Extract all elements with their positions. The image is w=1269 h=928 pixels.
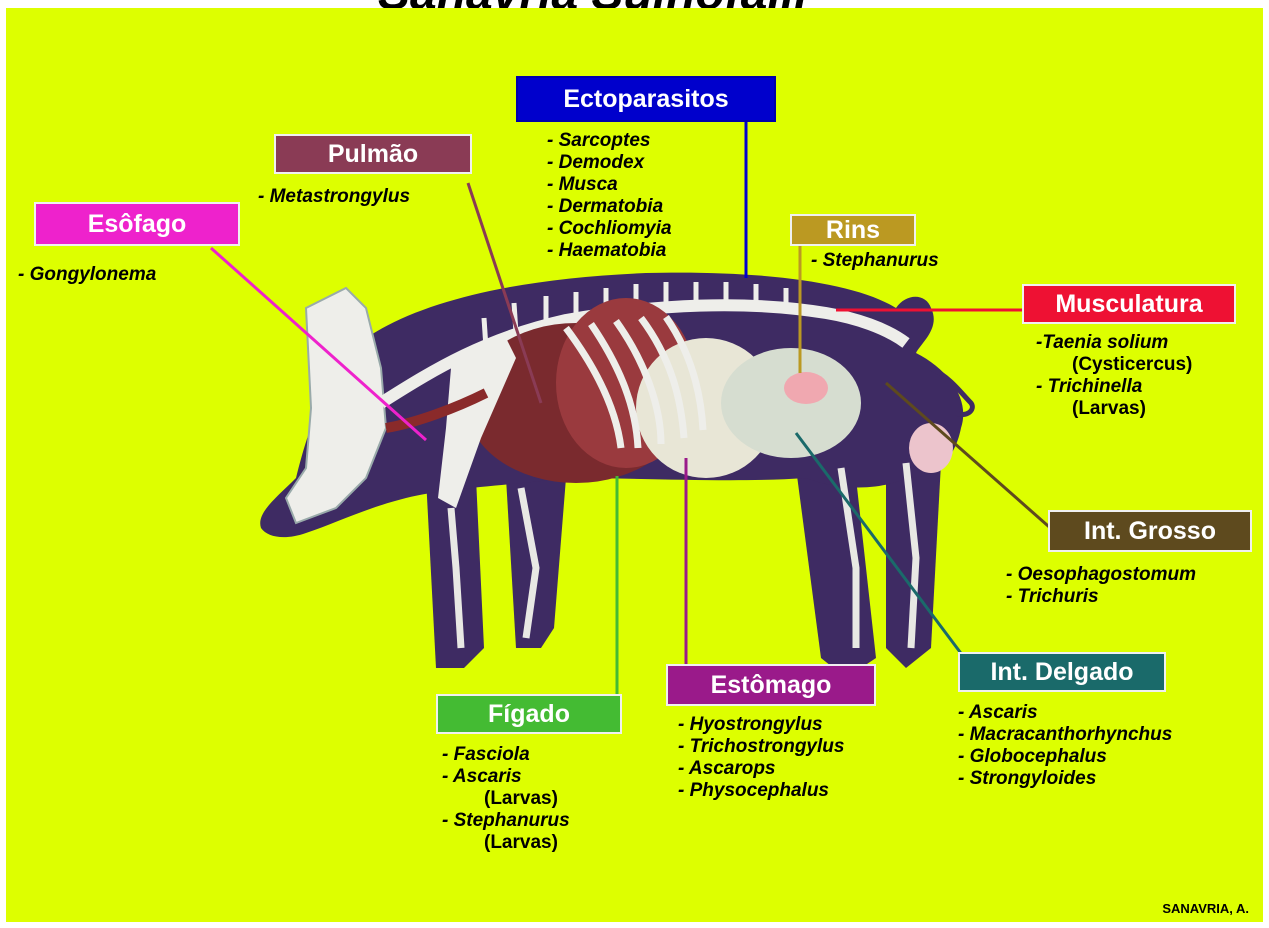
musculatura-label: Musculatura — [1022, 284, 1236, 324]
ectoparasitos-list: - Sarcoptes - Demodex - Musca - Dermatob… — [547, 130, 672, 262]
list-item: - Ascaris — [442, 766, 570, 788]
list-item: - Macracanthorhynchus — [958, 724, 1172, 746]
bladder — [909, 423, 953, 473]
list-item: - Ascaris — [958, 702, 1172, 724]
rins-list: - Stephanurus — [811, 250, 939, 272]
list-item: - Demodex — [547, 152, 672, 174]
list-item: - Physocephalus — [678, 780, 844, 802]
list-item: - Cochliomyia — [547, 218, 672, 240]
pulmao-label: Pulmão — [274, 134, 472, 174]
esofago-label: Esôfago — [34, 202, 240, 246]
list-item: - Gongylonema — [18, 264, 156, 286]
ectoparasitos-label: Ectoparasitos — [516, 76, 776, 122]
esofago-list: - Gongylonema — [18, 264, 156, 286]
list-item: (Larvas) — [442, 832, 570, 854]
list-item: (Larvas) — [1036, 398, 1192, 420]
list-item: - Strongyloides — [958, 768, 1172, 790]
figado-list: - Fasciola - Ascaris (Larvas) - Stephanu… — [442, 744, 570, 854]
list-item: - Haematobia — [547, 240, 672, 262]
int-grosso-label: Int. Grosso — [1048, 510, 1252, 552]
list-item: - Ascarops — [678, 758, 844, 780]
list-item: - Trichinella — [1036, 376, 1192, 398]
int-delgado-list: - Ascaris - Macracanthorhynchus - Globoc… — [958, 702, 1172, 790]
intestines — [721, 348, 861, 458]
list-item: - Sarcoptes — [547, 130, 672, 152]
estomago-list: - Hyostrongylus - Trichostrongylus - Asc… — [678, 714, 844, 802]
author-credit: SANAVRIA, A. — [1162, 901, 1249, 916]
list-item: - Trichostrongylus — [678, 736, 844, 758]
list-item: - Globocephalus — [958, 746, 1172, 768]
list-item: - Metastrongylus — [258, 186, 410, 208]
int-grosso-list: - Oesophagostomum - Trichuris — [1006, 564, 1196, 608]
musculatura-list: -Taenia solium (Cysticercus) - Trichinel… — [1036, 332, 1192, 420]
rins-label: Rins — [790, 214, 916, 246]
list-item: - Trichuris — [1006, 586, 1196, 608]
list-item: - Dermatobia — [547, 196, 672, 218]
diagram-canvas: Ectoparasitos - Sarcoptes - Demodex - Mu… — [6, 8, 1263, 922]
pig-legs — [426, 458, 941, 678]
estomago-label: Estômago — [666, 664, 876, 706]
list-item: - Oesophagostomum — [1006, 564, 1196, 586]
list-item: (Larvas) — [442, 788, 570, 810]
list-item: (Cysticercus) — [1036, 354, 1192, 376]
list-item: - Hyostrongylus — [678, 714, 844, 736]
list-item: - Musca — [547, 174, 672, 196]
list-item: -Taenia solium — [1036, 332, 1192, 354]
figado-label: Fígado — [436, 694, 622, 734]
kidneys — [784, 372, 828, 404]
list-item: - Stephanurus — [811, 250, 939, 272]
int-delgado-label: Int. Delgado — [958, 652, 1166, 692]
list-item: - Stephanurus — [442, 810, 570, 832]
list-item: - Fasciola — [442, 744, 570, 766]
pulmao-list: - Metastrongylus — [258, 186, 410, 208]
